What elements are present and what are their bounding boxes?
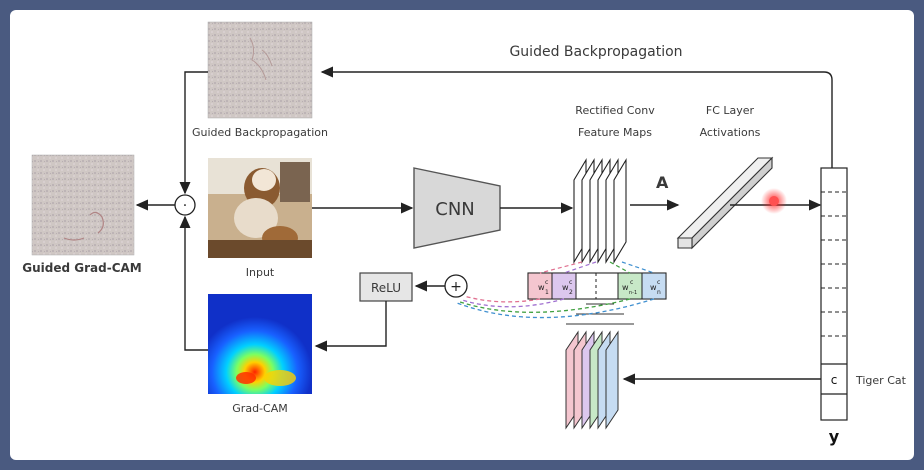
cnn-label: CNN [435, 199, 475, 220]
weight-n-super: c [657, 279, 660, 286]
activation-a-label: A [656, 173, 669, 192]
fc-layer-bar [676, 156, 774, 250]
laser-pointer-dot [769, 196, 779, 206]
arrow-relu-to-gradcam [314, 301, 387, 352]
relu-label: ReLU [371, 281, 401, 295]
guided-backprop-title: Guided Backpropagation [509, 44, 682, 60]
weights-strip [527, 272, 667, 300]
output-y-label: y [829, 427, 840, 446]
output-vector-y [820, 167, 848, 421]
weight-n-sub: n [657, 289, 661, 296]
weight-2-sub: 2 [569, 289, 573, 296]
weight-1: w [538, 283, 545, 292]
guided-gradcam-caption: Guided Grad-CAM [22, 261, 141, 275]
feature-maps-stack [573, 158, 627, 264]
arrow-gradcam-to-dot [179, 215, 208, 351]
guided-gradcam-image [31, 154, 135, 256]
weight-1-super: c [545, 279, 548, 286]
weight-n-1-sub: n-1 [629, 290, 637, 296]
rect-conv-label-2: Feature Maps [578, 126, 652, 139]
weight-n-1: w [622, 283, 629, 292]
sum-symbol: + [450, 279, 462, 295]
cnn-block [413, 167, 501, 249]
gradcam-caption: Grad-CAM [232, 402, 287, 415]
weights-to-sum-lines [456, 295, 655, 319]
maps-to-weights-lines [539, 261, 655, 274]
multiply-symbol: · [183, 198, 187, 214]
weight-2-super: c [569, 279, 572, 286]
gradient-maps-stack [565, 330, 619, 430]
fc-label-1: FC Layer [706, 104, 755, 117]
input-caption: Input [246, 266, 275, 279]
gradcam-heatmap [208, 294, 312, 394]
weight-1-sub: 1 [545, 289, 549, 296]
guided-backprop-caption: Guided Backpropagation [192, 126, 328, 139]
backprop-arrow [320, 66, 833, 170]
grad-cam-diagram: Guided Backpropagation Guided Backpropag… [22, 21, 907, 446]
relu-box [359, 272, 413, 302]
weight-n-1-super: c [630, 279, 633, 286]
input-dog-cat-photo [208, 158, 312, 258]
weight-n: w [650, 283, 657, 292]
arrow-backprop-to-dot [179, 71, 208, 195]
class-c-cell: c [831, 373, 838, 387]
tiger-cat-label: Tiger Cat [855, 374, 907, 387]
rect-conv-label-1: Rectified Conv [575, 104, 655, 117]
fc-label-2: Activations [700, 126, 761, 139]
guided-backprop-image [207, 21, 313, 119]
diagram-frame: Guided Backpropagation Guided Backpropag… [10, 10, 914, 460]
weight-2: w [562, 283, 569, 292]
